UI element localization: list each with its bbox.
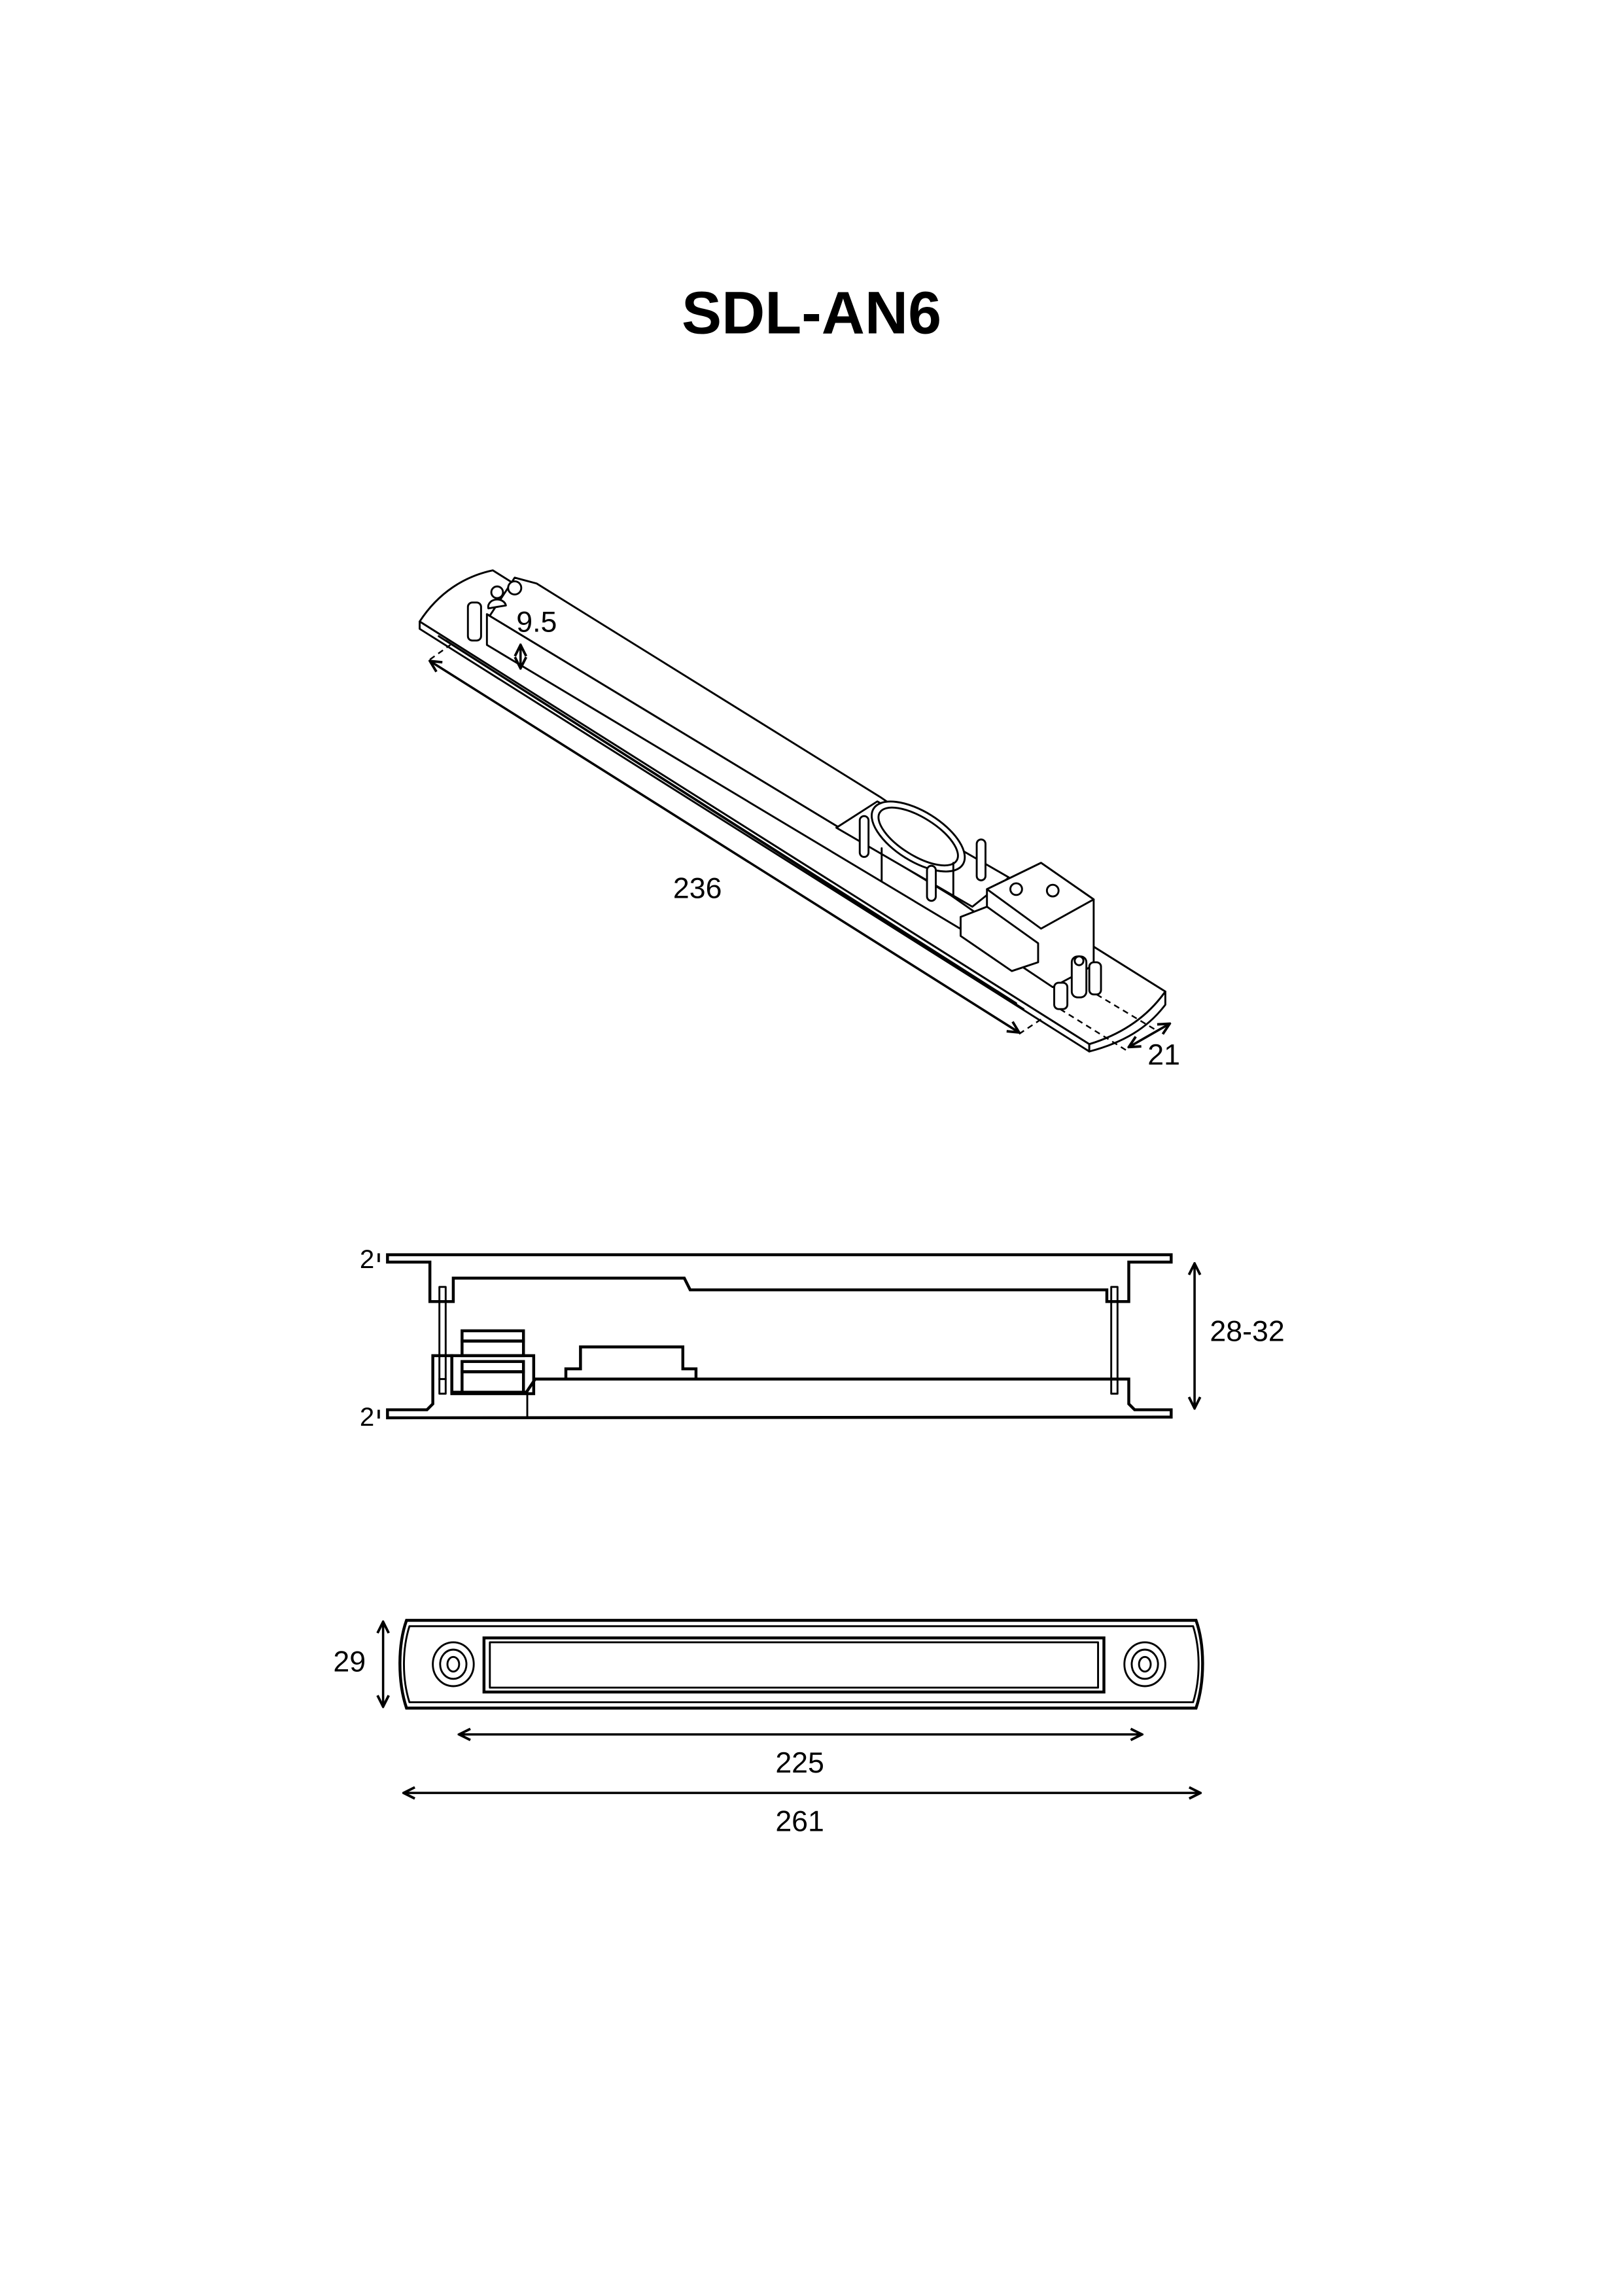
dim-label-length: 236 [673,872,722,904]
connector-block [450,1329,536,1419]
latch-slot [482,1636,1106,1694]
dim-label-bottom-flange: 2 [360,1402,374,1432]
product-title: SDL-AN6 [682,280,941,347]
dim-label-width: 21 [1147,1039,1180,1071]
side-view: 2 2 28-32 [360,1245,1285,1432]
front-view: 29 225 261 [333,1619,1204,1837]
dim-arrow-length [430,661,1019,1033]
dim-label-height: 29 [333,1646,366,1678]
dim-label-height: 9.5 [516,607,557,639]
isometric-view: 9.5 236 21 [419,569,1180,1071]
dim-label-door-thickness: 28-32 [1210,1316,1284,1348]
bottom-flange [386,1354,1173,1420]
dim-label-top-flange: 2 [360,1245,374,1274]
dim-arrow-width [1129,1024,1170,1048]
pcb-component [564,1345,698,1379]
face-plate [398,1619,1204,1710]
screw-hole-left [432,1641,475,1687]
dim-label-overall-length: 261 [775,1805,824,1837]
top-flange [386,1253,1173,1303]
dim-label-hole-spacing: 225 [775,1747,824,1779]
screw-hole-right [1123,1641,1166,1687]
housing-front [485,613,1010,959]
